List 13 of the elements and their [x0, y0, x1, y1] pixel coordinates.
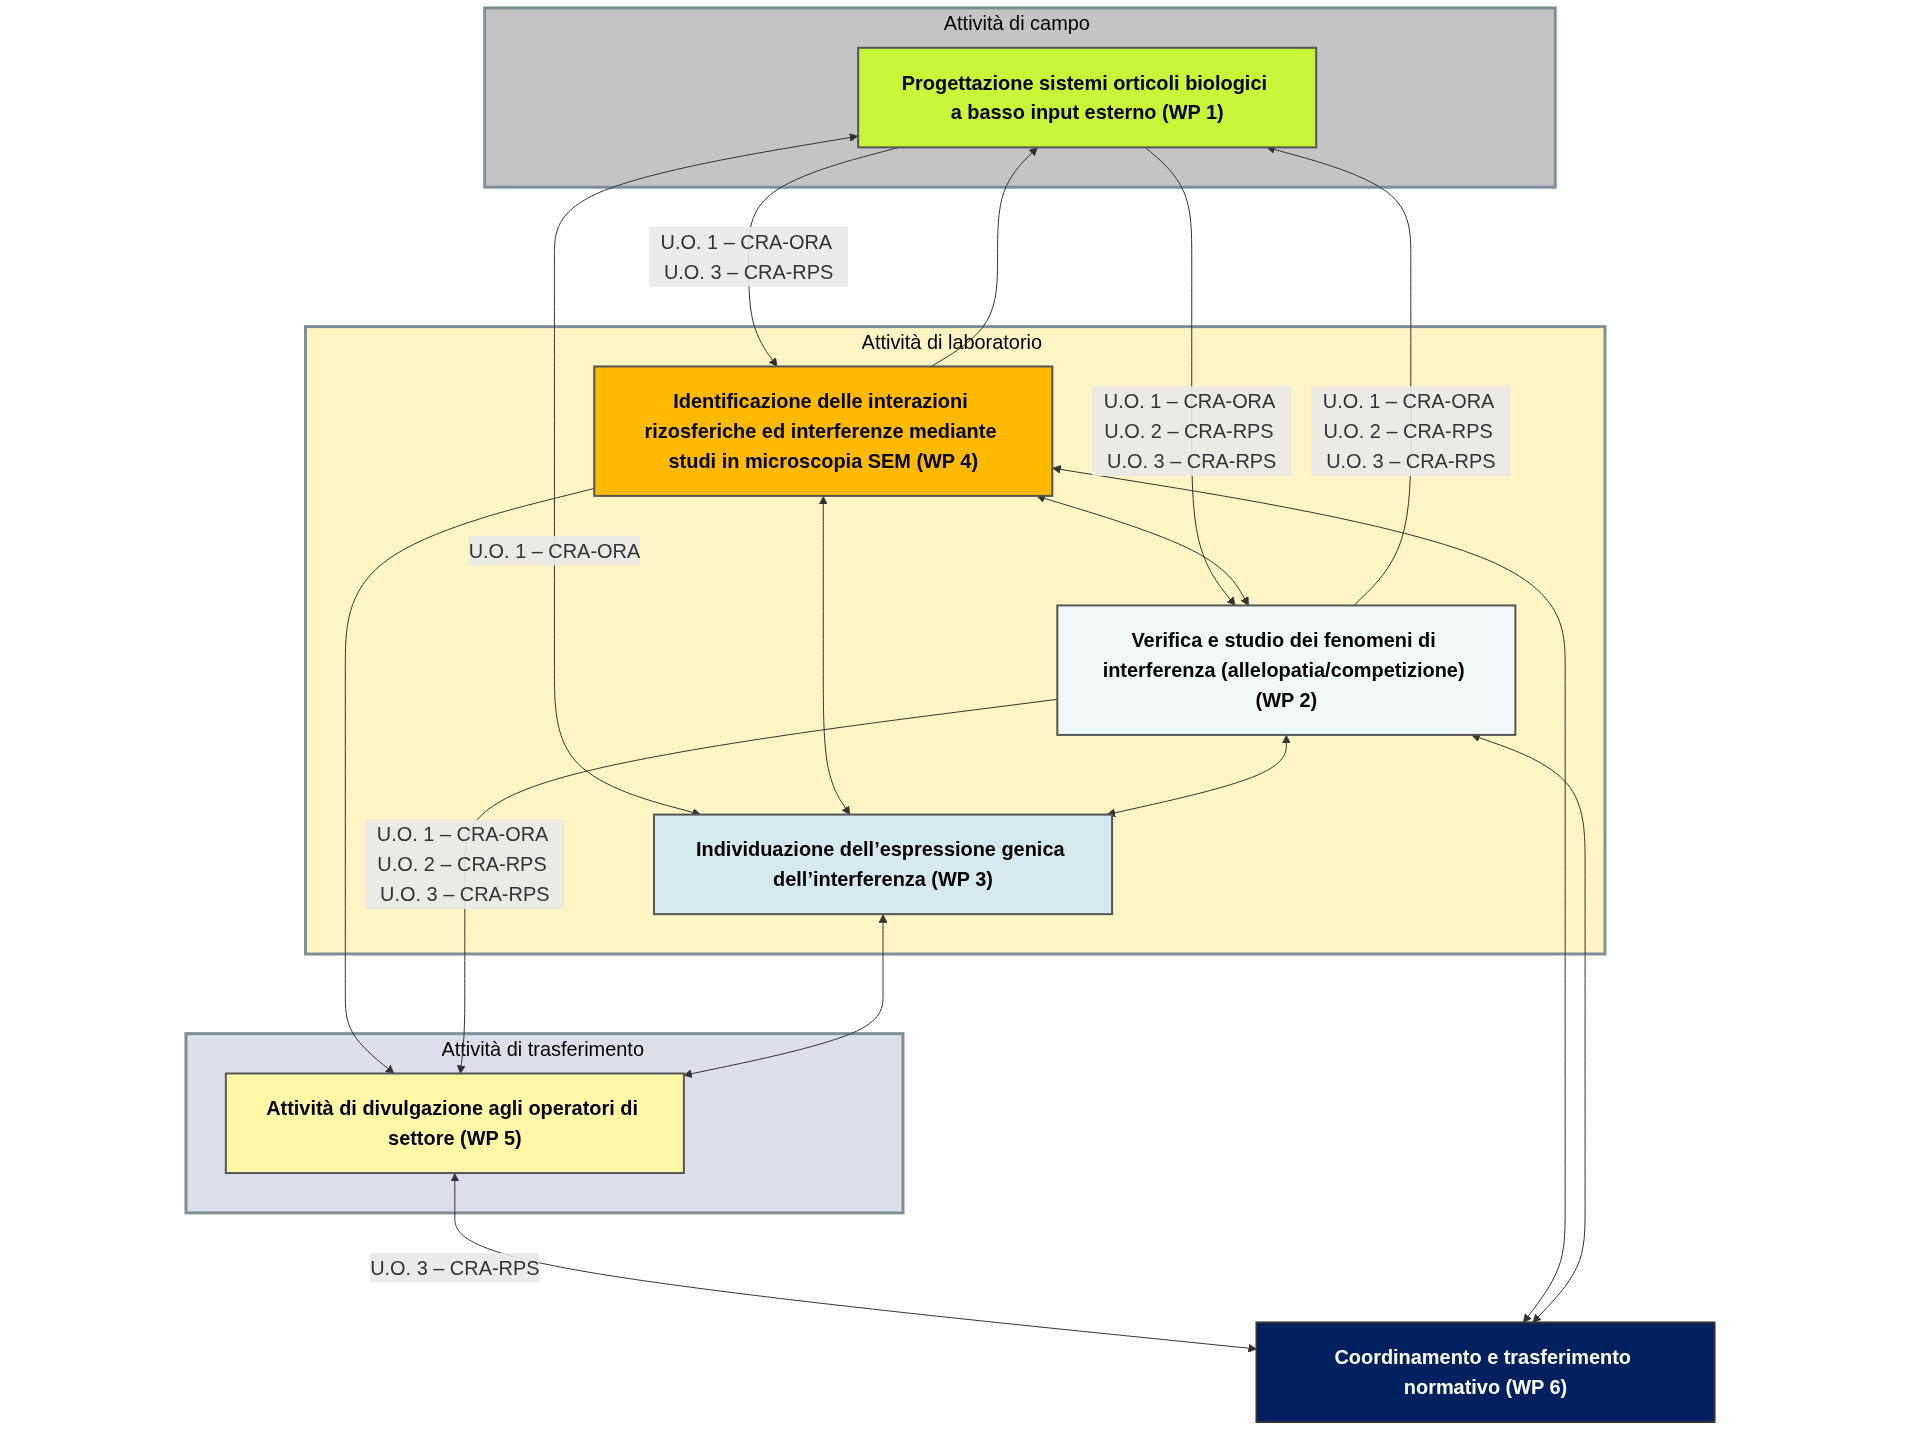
edge-label: U.O. 1 – CRA-ORA U.O. 2 – CRA-RPS U.O. 3 – CRA-RPS [376, 823, 550, 906]
node-box: Attività di divulgazione agli operatori di settore (WP 5) [224, 1072, 685, 1175]
node-box: Individuazione dell’espressione genica dell’interferenza (WP 3) [652, 813, 1113, 916]
edge-label: U.O. 3 – CRA-RPS [369, 1256, 540, 1279]
edge-label: U.O. 1 – CRA-ORA [468, 539, 640, 562]
node-box: Progettazione sistemi orticoli biologici a basso input esterno (WP 1) [856, 46, 1317, 149]
edge-label: U.O. 1 – CRA-ORA U.O. 3 – CRA-RPS [660, 231, 833, 283]
edge-label: U.O. 1 – CRA-ORA U.O. 2 – CRA-RPS U.O. 3 – CRA-RPS [1103, 390, 1277, 473]
node-box: Verifica e studio dei fenomeni di interferenza (allelopatia/competizione) (WP 2) [1056, 604, 1517, 736]
node-box: Identificazione delle interazioni rizosferiche ed interferenze mediante studi in microscopia SEM (WP 4) [593, 365, 1054, 497]
arrow [450, 1173, 1257, 1353]
edge-label: U.O. 1 – CRA-ORA U.O. 2 – CRA-RPS U.O. 3 – CRA-RPS [1322, 390, 1496, 473]
node-box: Coordinamento e trasferimento normativo (WP 6) [1255, 1321, 1716, 1423]
